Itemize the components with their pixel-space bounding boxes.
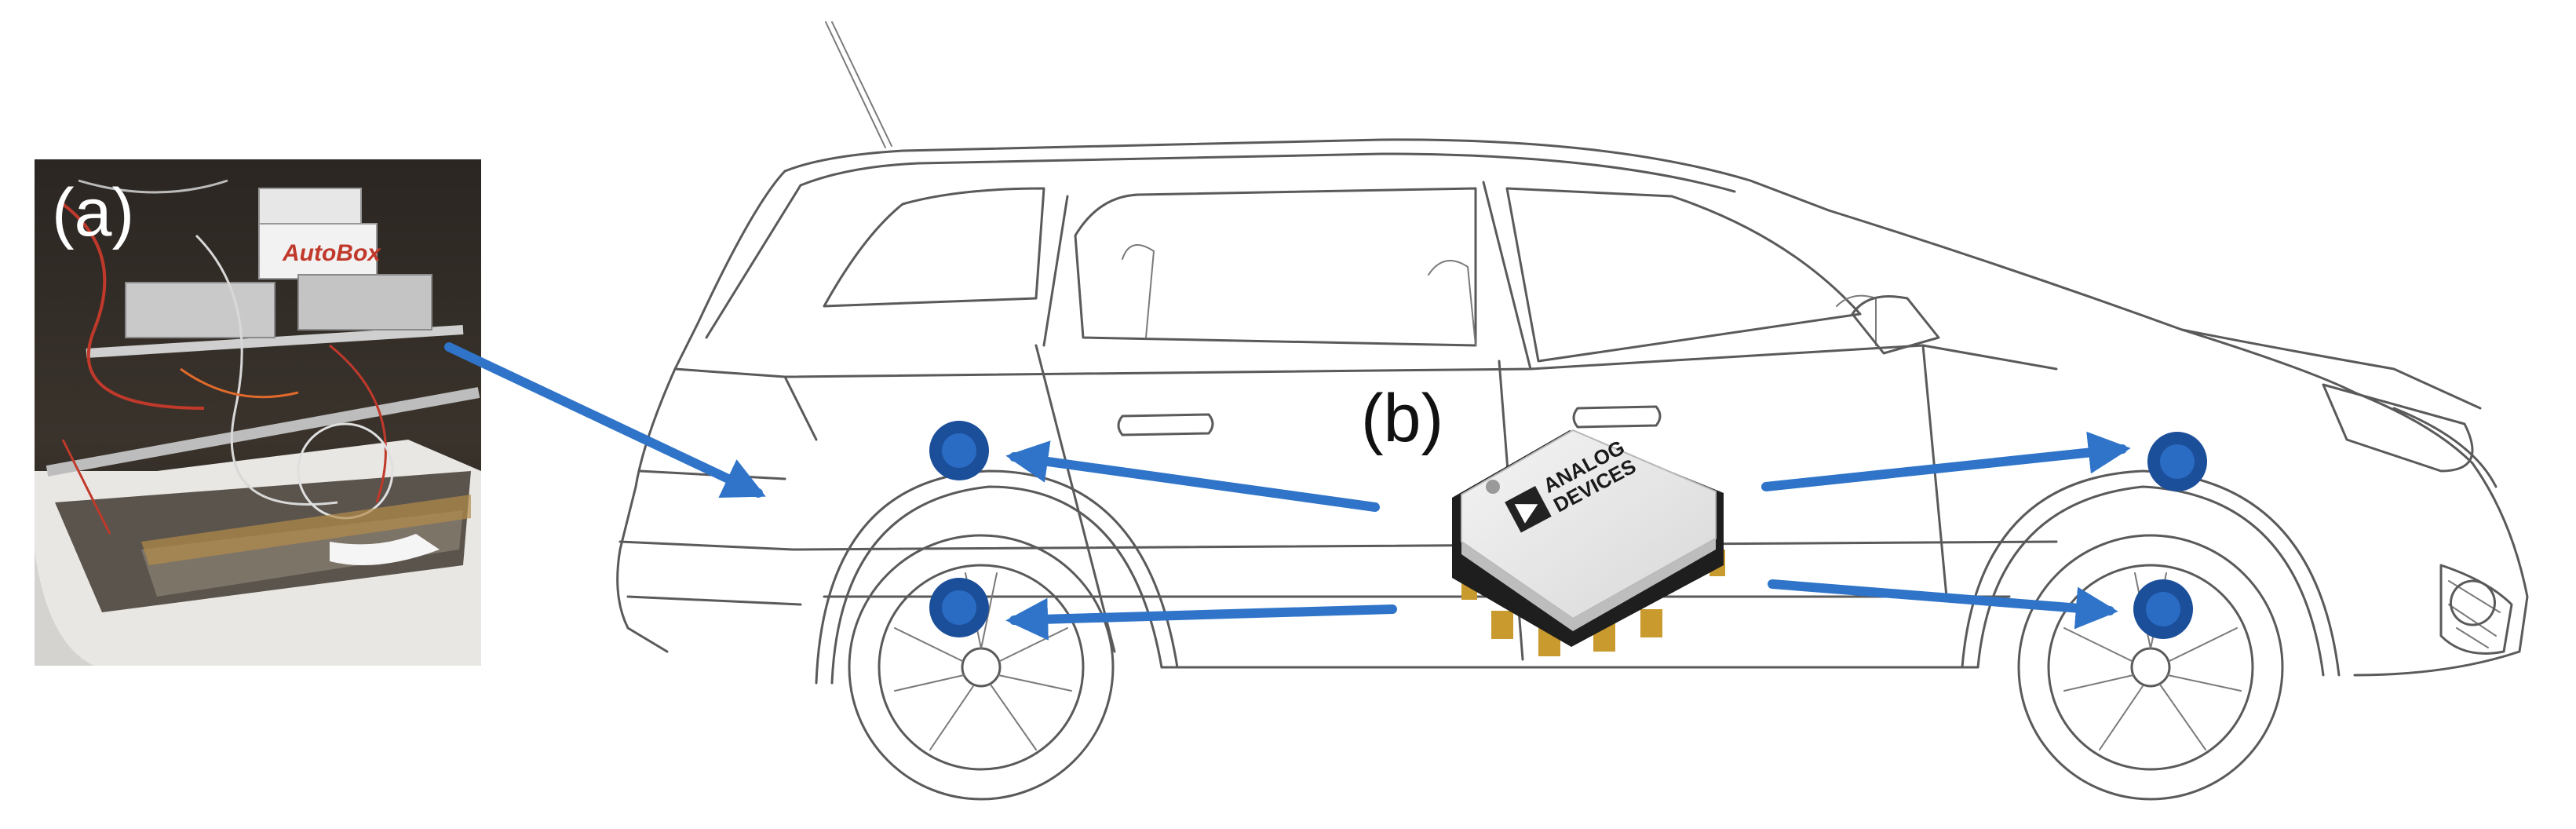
rear-wheel bbox=[848, 534, 1115, 801]
arrow-photo-to-car bbox=[444, 342, 766, 498]
sensor-dot-rear-wheel bbox=[929, 578, 989, 637]
panel-b-label: (b) bbox=[1361, 381, 1443, 456]
autobox-label: AutoBox bbox=[282, 240, 381, 266]
arrow-chip-to-rear-body bbox=[1005, 440, 1380, 512]
photo-panel-a: AutoBox (a) bbox=[35, 159, 481, 666]
front-wheel bbox=[2017, 534, 2284, 801]
arrow-chip-to-front-body bbox=[1761, 431, 2131, 491]
car-outline bbox=[616, 21, 2529, 685]
sensor-dot-rear-body bbox=[929, 421, 989, 480]
arrow-chip-to-rear-wheel bbox=[1005, 597, 1397, 641]
sensor-dot-front-body bbox=[2147, 432, 2207, 491]
sensor-dot-front-wheel bbox=[2133, 579, 2193, 639]
panel-a-label: (a) bbox=[52, 175, 134, 250]
arrow-chip-to-front-wheel bbox=[1768, 579, 2118, 630]
analog-devices-chip: ANALOG DEVICES bbox=[1452, 429, 1725, 656]
